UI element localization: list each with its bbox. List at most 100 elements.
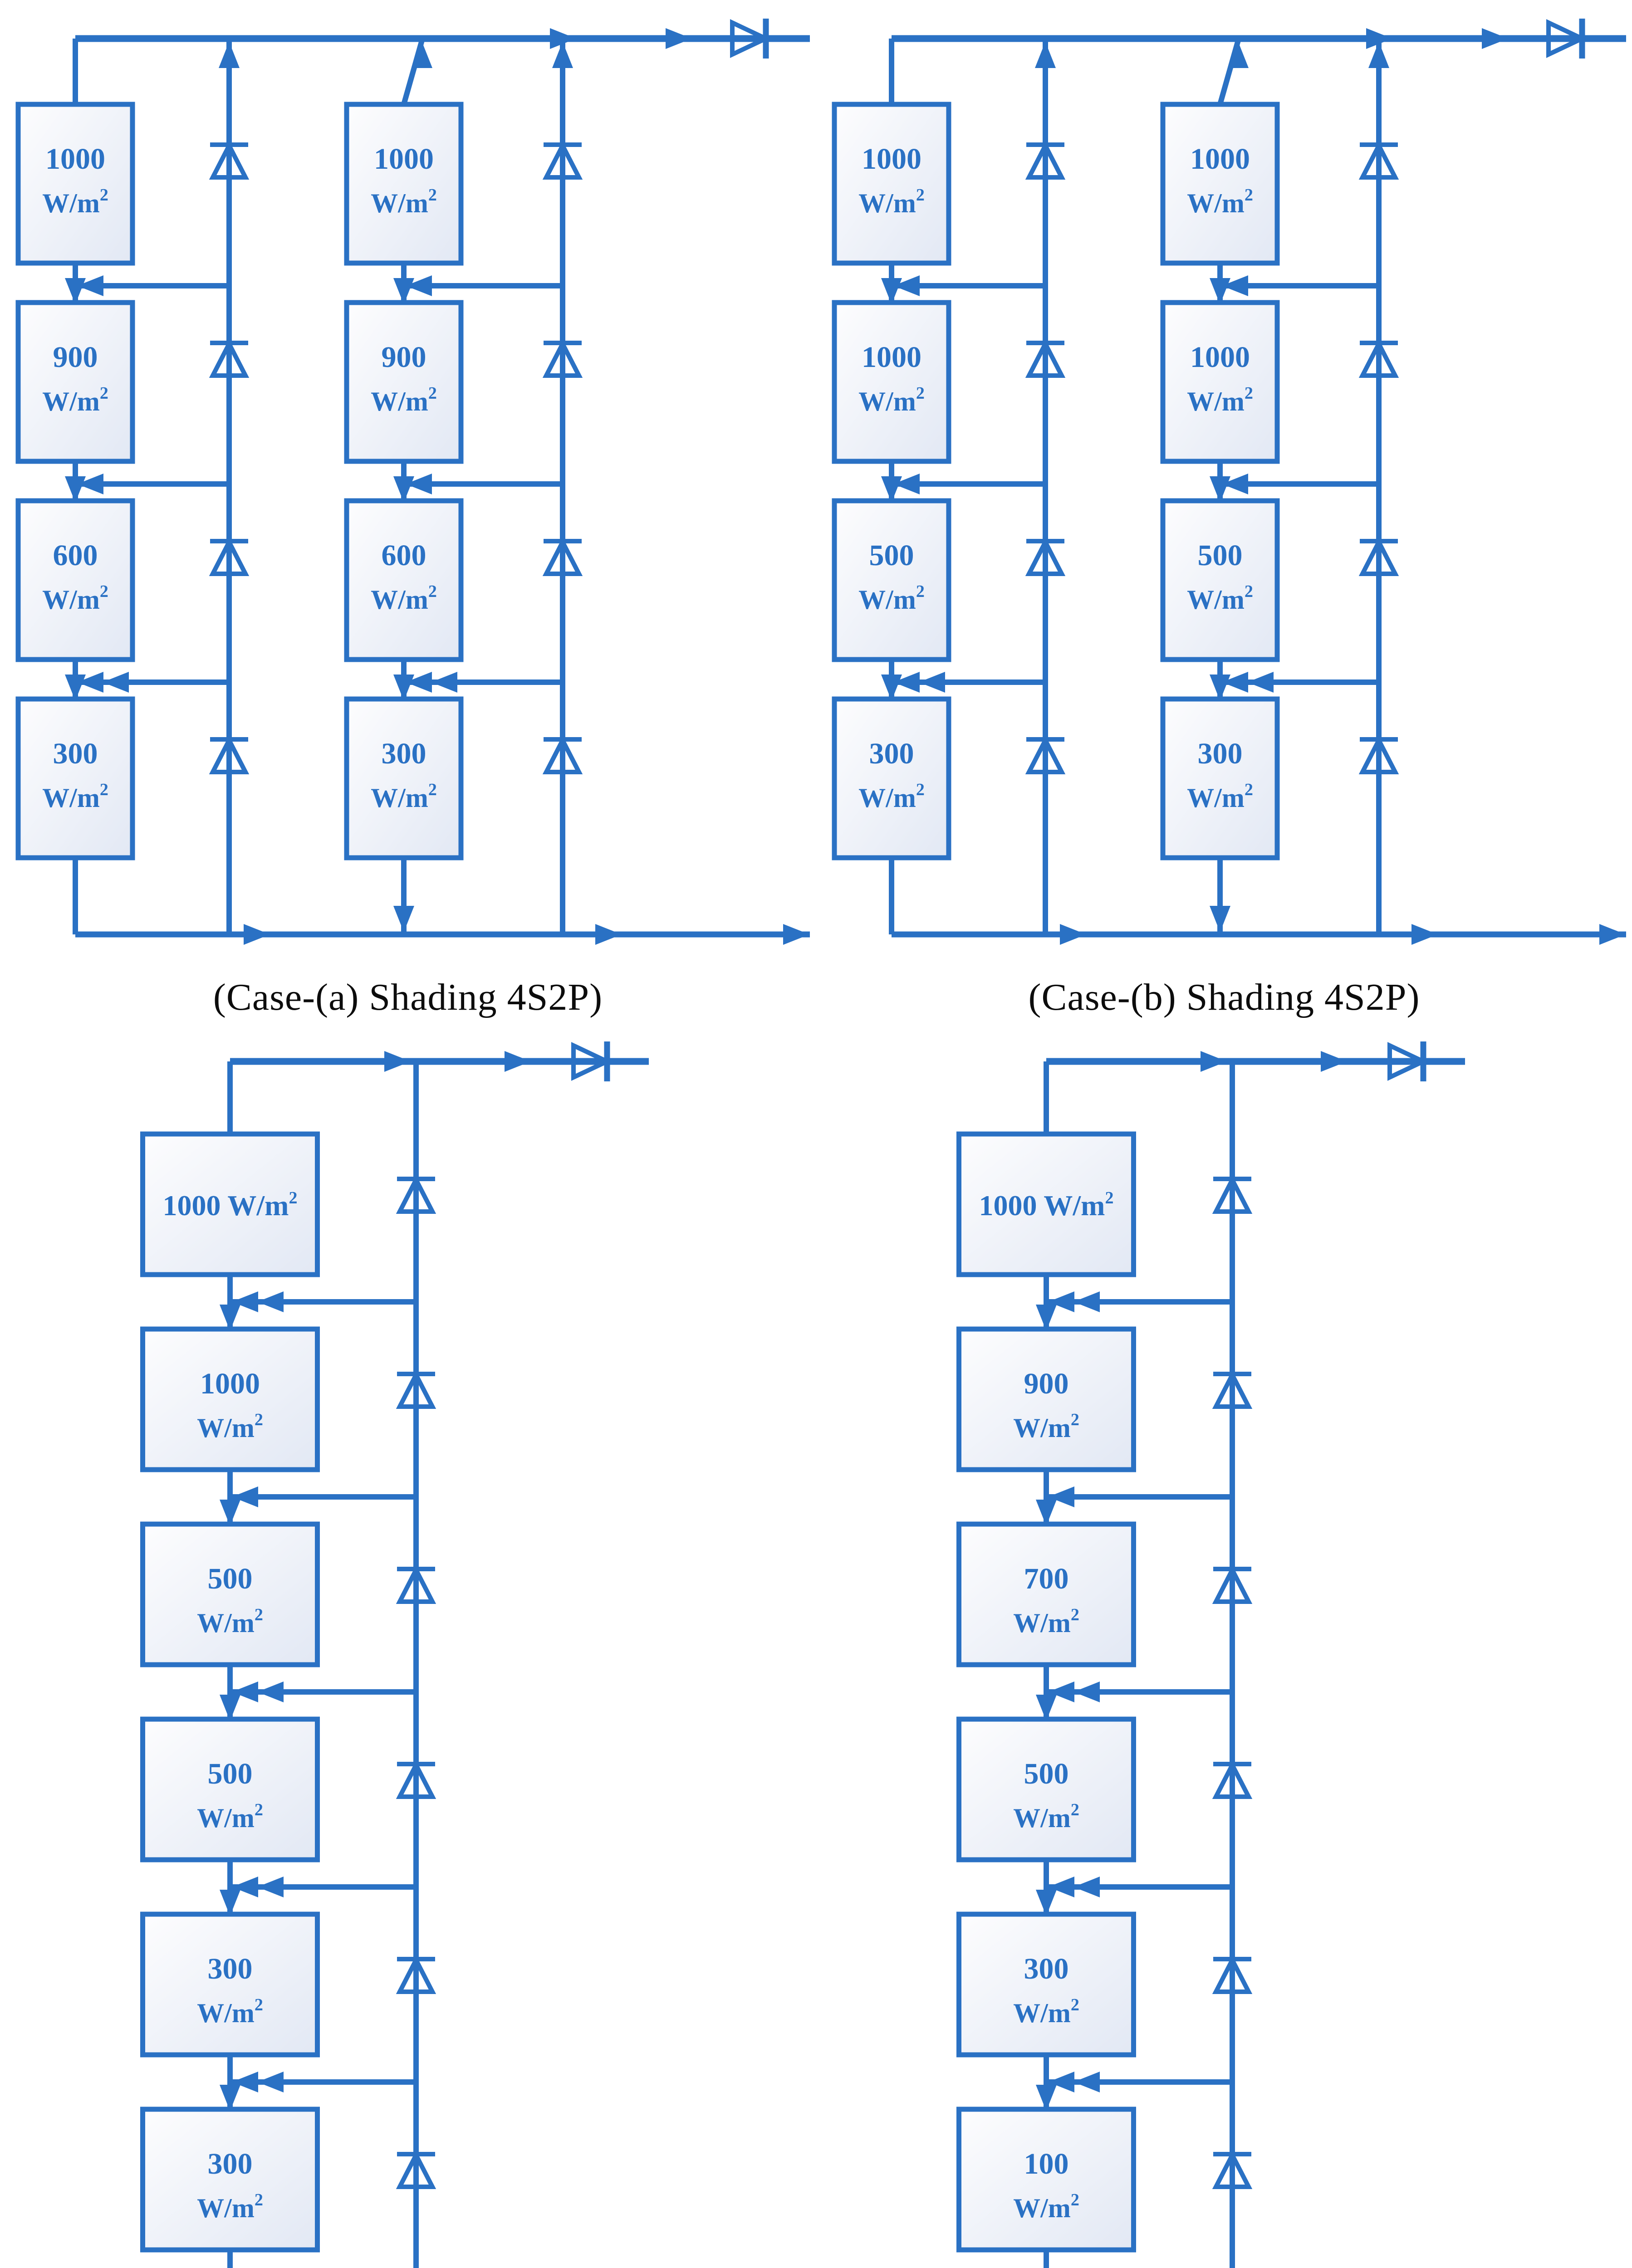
pv-panel — [956, 1131, 1136, 1277]
flow-arrow-icon — [77, 672, 103, 693]
flow-arrow-icon — [220, 2085, 240, 2111]
diode-triangle — [209, 735, 250, 774]
pv-panel-irradiance-value: 1000 W/m2 — [979, 1188, 1114, 1222]
bypass-diode-icon — [209, 141, 250, 180]
flow-arrow-icon — [257, 1681, 284, 1702]
flow-arrow-icon — [412, 42, 432, 68]
pv-panel-irradiance-unit: W/m2 — [1187, 582, 1253, 615]
unit-superscript: 2 — [916, 186, 925, 205]
diode-triangle — [1025, 339, 1066, 378]
pv-panel — [140, 1521, 320, 1667]
flow-arrow-icon — [893, 474, 920, 494]
pv-panel-irradiance-value: 600 — [53, 539, 98, 572]
bypass-diode-icon — [396, 1565, 436, 1604]
flow-arrow-icon — [232, 1681, 258, 1702]
flow-arrow-icon — [1222, 474, 1248, 494]
pv-panel-irradiance-unit: W/m2 — [1013, 1800, 1079, 1833]
pv-panel-irradiance-value: 500 — [869, 539, 914, 572]
blocking-diode-icon — [1546, 19, 1588, 59]
flow-arrow-icon — [1048, 1681, 1074, 1702]
unit-superscript: 2 — [1071, 1995, 1079, 2014]
flow-arrow-icon — [219, 42, 240, 68]
pv-panel-irradiance-value: 1000 — [1190, 142, 1250, 176]
flow-arrow-icon — [1599, 924, 1626, 945]
diode-triangle — [542, 735, 583, 774]
flow-arrow-icon — [893, 672, 920, 693]
flow-arrow-icon — [393, 476, 414, 503]
diode-triangle — [542, 537, 583, 576]
pv-panel-irradiance-value: 500 — [1024, 1757, 1069, 1790]
unit-superscript: 2 — [1105, 1188, 1113, 1207]
flow-arrow-icon — [257, 1291, 284, 1312]
diode-triangle — [1546, 19, 1588, 58]
pv-panel-irradiance-unit: W/m2 — [371, 582, 437, 615]
flow-arrow-icon — [1247, 672, 1274, 693]
pv-panel — [1160, 300, 1280, 464]
diode-triangle — [730, 19, 771, 58]
pv-panel — [344, 498, 464, 662]
pv-panel — [956, 1911, 1136, 2058]
unit-superscript: 2 — [916, 582, 925, 601]
flow-arrow-icon — [393, 906, 414, 932]
pv-panel-irradiance-value: 1000 — [862, 142, 921, 176]
pv-panel-irradiance-value: 1000 — [200, 1367, 260, 1400]
pv-panel-irradiance-value: 300 — [208, 2147, 253, 2180]
bypass-diode-icon — [1025, 537, 1066, 576]
diode-triangle — [1358, 537, 1399, 576]
flow-arrow-icon — [1036, 1500, 1057, 1526]
pv-panel-irradiance-unit: W/m2 — [42, 582, 108, 615]
flow-arrow-icon — [1073, 1877, 1100, 1897]
flow-arrow-icon — [1222, 275, 1248, 296]
pv-panel-irradiance-unit: W/m2 — [371, 186, 437, 218]
pv-panel-irradiance-unit: W/m2 — [1187, 780, 1253, 813]
flow-arrow-icon — [257, 1877, 284, 1897]
flow-arrow-icon — [1411, 924, 1438, 945]
pv-panel — [140, 2107, 320, 2253]
flow-arrow-icon — [881, 278, 902, 304]
bypass-diode-icon — [209, 537, 250, 576]
pv-panel-irradiance-unit: W/m2 — [1013, 1995, 1079, 2028]
flow-arrow-icon — [232, 1877, 258, 1897]
pv-panel-irradiance-unit: W/m2 — [858, 780, 925, 813]
pv-panel-irradiance-unit: W/m2 — [197, 1410, 263, 1443]
diode-triangle — [1358, 735, 1399, 774]
flow-arrow-icon — [1210, 278, 1230, 304]
unit-superscript: 2 — [255, 2190, 263, 2209]
pv-panel-irradiance-value: 1000 — [1190, 341, 1250, 374]
flow-arrow-icon — [65, 476, 86, 503]
pv-panel — [1160, 498, 1280, 662]
diode-triangle — [1387, 1042, 1429, 1081]
flow-arrow-icon — [384, 1051, 411, 1072]
pv-panel-irradiance-unit: W/m2 — [1013, 2190, 1079, 2223]
bypass-diode-icon — [542, 339, 583, 378]
pv-panel-irradiance-unit: W/m2 — [371, 384, 437, 416]
bypass-diode-icon — [1212, 1760, 1253, 1799]
unit-superscript: 2 — [100, 582, 108, 601]
unit-superscript: 2 — [255, 1800, 263, 1819]
pv-panel — [1160, 696, 1280, 860]
pv-panel — [832, 300, 951, 464]
flow-arrow-icon — [1222, 672, 1248, 693]
flow-arrow-icon — [1482, 28, 1508, 49]
pv-panel-irradiance-value: 900 — [53, 341, 98, 374]
unit-superscript: 2 — [1245, 186, 1253, 205]
pv-panel-irradiance-value: 500 — [208, 1757, 253, 1790]
flow-arrow-icon — [406, 275, 432, 296]
diode-triangle — [1025, 735, 1066, 774]
caption-case-a: (Case-(a) Shading 4S2P) — [213, 976, 603, 1018]
pv-panel-irradiance-unit: W/m2 — [1013, 1410, 1079, 1443]
flow-arrow-icon — [257, 2072, 284, 2092]
flow-arrow-icon — [406, 672, 432, 693]
flow-arrow-icon — [1060, 924, 1086, 945]
bypass-diode-icon — [1025, 141, 1066, 180]
pv-panel — [832, 696, 951, 860]
flow-arrow-icon — [244, 924, 270, 945]
flow-arrow-icon — [220, 1305, 240, 1331]
bypass-diode-icon — [396, 1175, 436, 1214]
pv-panel-irradiance-value: 300 — [1024, 1952, 1069, 1985]
diode-triangle — [571, 1042, 613, 1081]
flow-arrow-icon — [550, 28, 576, 49]
flow-arrow-icon — [1036, 2085, 1057, 2111]
unit-superscript: 2 — [428, 780, 437, 799]
